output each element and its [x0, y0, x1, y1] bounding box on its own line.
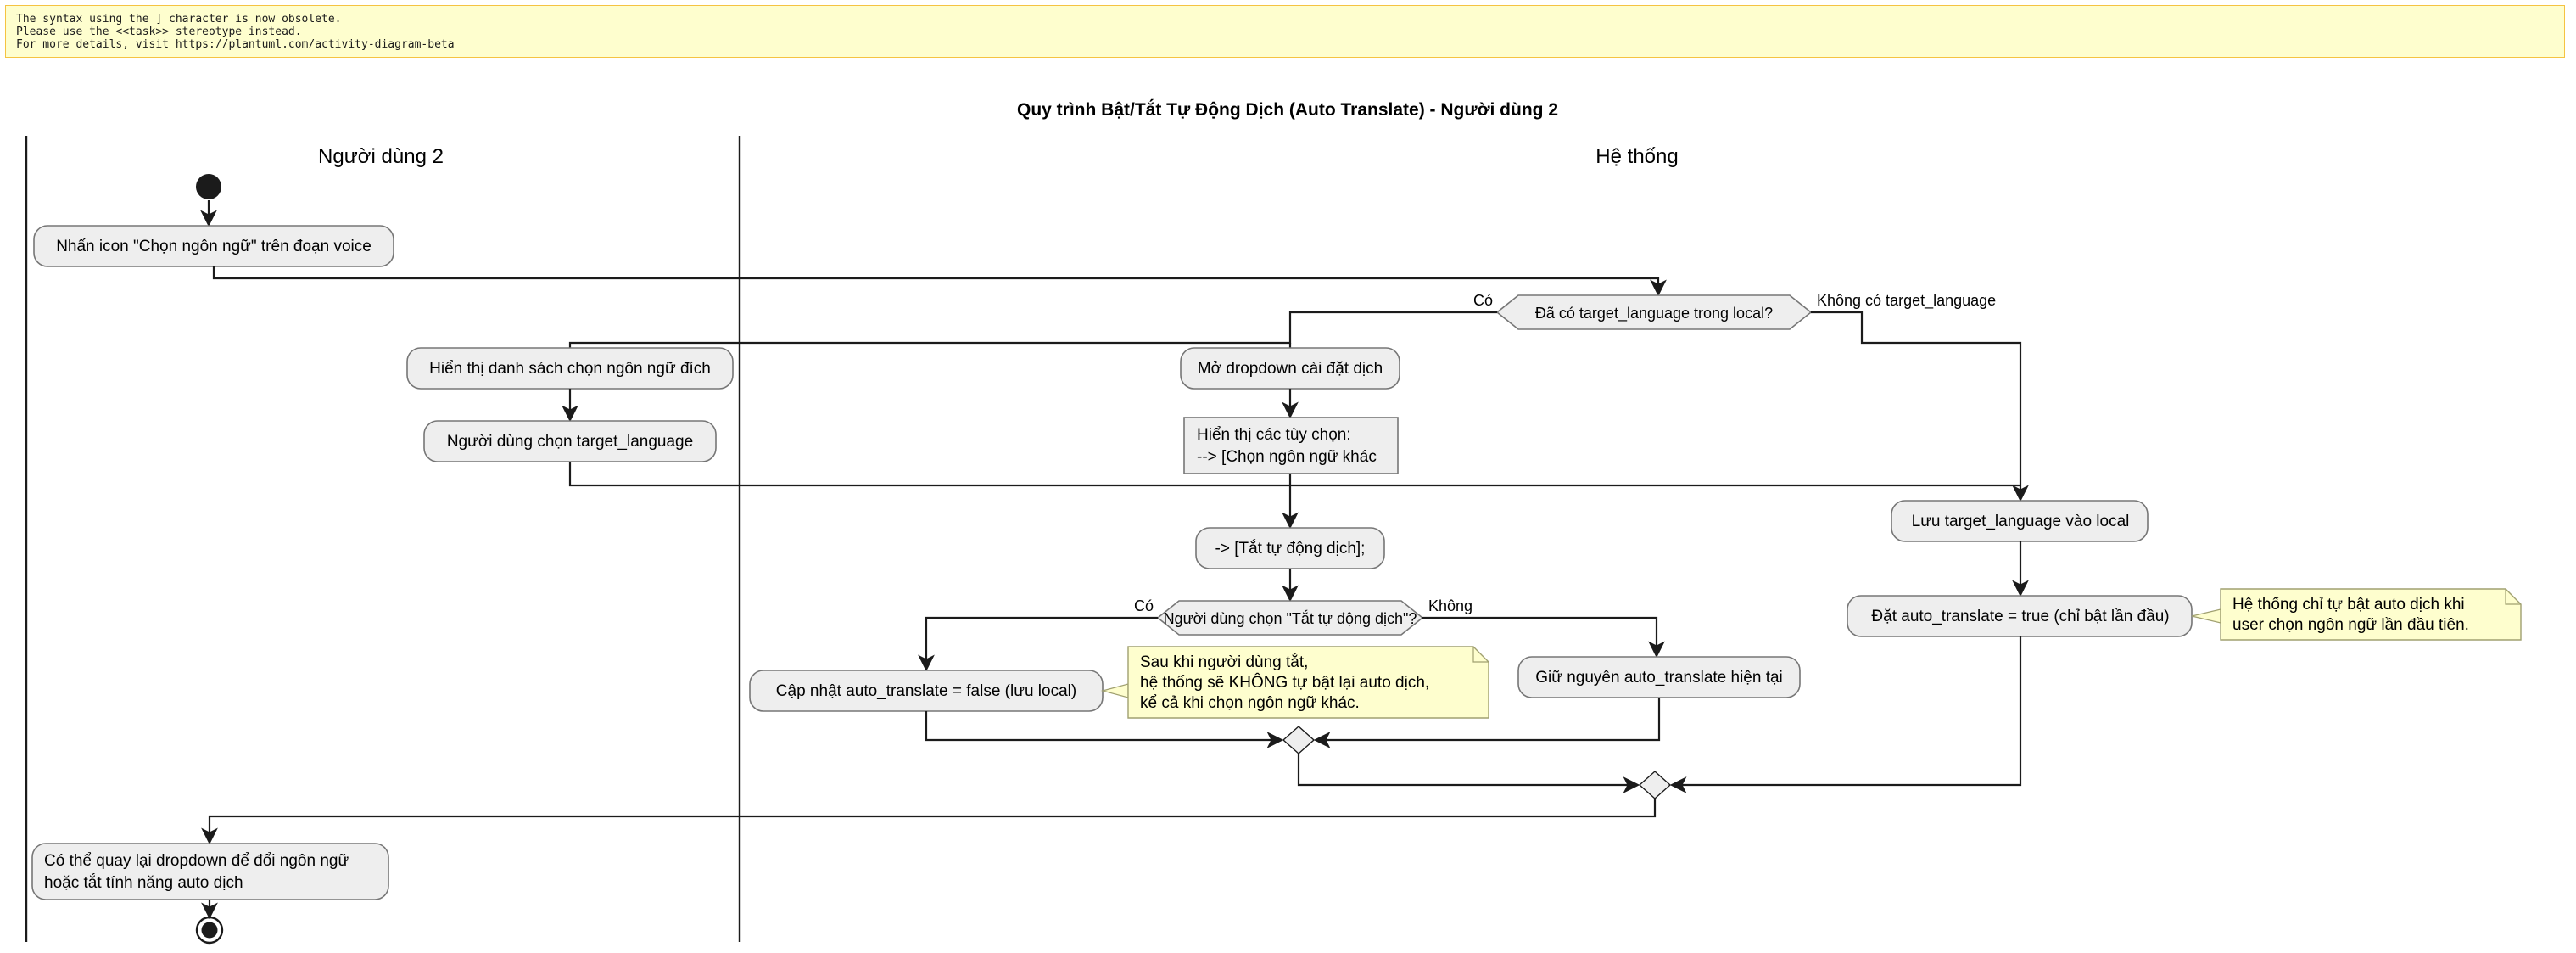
note-auto-translate-off-behavior [1127, 646, 1489, 719]
flow-a9-to-merge2 [1669, 636, 2022, 793]
end-node-ring [195, 916, 224, 945]
note-auto-translate-first-time [2220, 588, 2522, 641]
plantuml-syntax-warning: The syntax using the ] character is now … [5, 5, 2565, 58]
merge-node-1 [1282, 726, 1316, 754]
note1-line2: hệ thống sẽ KHÔNG tự bật lại auto dịch, [1140, 673, 1429, 692]
flow-a1-to-d1 [212, 266, 1667, 297]
edge-label-d2-no: Không [1428, 597, 1472, 614]
activity-show-language-list-label: Hiển thị danh sách chọn ngôn ngữ đích [429, 360, 711, 378]
flow-d2-yes-to-a6 [918, 616, 1158, 672]
flow-a3-to-a8-rail [568, 462, 2020, 487]
edge-label-d2-yes: Có [1134, 597, 1154, 614]
merge-node-2 [1638, 771, 1672, 799]
warning-line-1: The syntax using the ] character is now … [16, 13, 342, 25]
task-show-options-line1: Hiển thị các tùy chọn: [1197, 426, 1351, 444]
warning-line-3: For more details, visit https://plantuml… [16, 38, 455, 51]
activity-set-auto-translate-true-label: Đặt auto_translate = true (chỉ bật lần đ… [1871, 608, 2169, 625]
decision-user-chose-turn-off-label: Người dùng chọn "Tắt tự động dịch"? [1164, 609, 1417, 627]
start-node [196, 174, 221, 199]
end-node [201, 922, 218, 939]
flow-d1-no-to-a8 [1811, 311, 2029, 502]
activity-save-target-language-local-label: Lưu target_language vào local [1912, 513, 2130, 530]
task-show-options-line2: --> [Chọn ngôn ngữ khác [1197, 448, 1377, 466]
edge-label-d1-yes: Có [1473, 292, 1493, 309]
note1-line1: Sau khi người dùng tắt, [1140, 653, 1308, 671]
edge-label-d1-no: Không có target_language [1817, 292, 1996, 310]
activity-set-auto-translate-false-label: Cập nhật auto_translate = false (lưu loc… [776, 682, 1076, 700]
activity-user-picks-target-language-label: Người dùng chọn target_language [447, 433, 693, 451]
flow-merge2-to-a10 [201, 799, 1657, 845]
note1-line3: kể cả khi chọn ngôn ngữ khác. [1140, 694, 1360, 712]
flow-a6-to-merge1 [925, 711, 1284, 748]
task-show-options[interactable] [1183, 417, 1399, 474]
note-fold-2 [2505, 589, 2521, 605]
note2-line2: user chọn ngôn ngữ lần đầu tiên. [2232, 616, 2469, 634]
activity-open-translate-dropdown-label: Mở dropdown cài đặt dịch [1198, 360, 1383, 378]
swimlane-header-system: Hệ thống [1595, 145, 1678, 168]
activity-turn-off-auto-translate-option-label: -> [Tắt tự động dịch]; [1215, 539, 1366, 558]
diagram-title: Quy trình Bật/Tắt Tự Động Dịch (Auto Tra… [1017, 99, 1558, 120]
activity-keep-current-auto-translate-label: Giữ nguyên auto_translate hiện tại [1535, 669, 1783, 687]
warning-line-2: Please use the <<task>> stereotype inste… [16, 25, 302, 38]
note-connector-1 [1100, 683, 1129, 698]
note-fold-1 [1472, 647, 1489, 663]
swimlane-header-user: Người dùng 2 [318, 145, 444, 168]
note2-line1: Hệ thống chỉ tự bật auto dịch khi [2232, 596, 2465, 614]
decision-has-target-language-label: Đã có target_language trong local? [1535, 305, 1773, 322]
note-connector-2 [2191, 608, 2221, 624]
flow-merge1-to-merge2 [1297, 754, 1640, 793]
flow-d2-no-to-a7 [1422, 616, 1665, 659]
flow-a7-to-merge1 [1313, 698, 1661, 748]
activity-can-reopen-dropdown-line1: Có thể quay lại dropdown để đổi ngôn ngữ [44, 852, 349, 870]
activity-can-reopen-dropdown-line2: hoặc tắt tính năng auto dịch [44, 873, 243, 892]
activity-press-language-icon-label: Nhấn icon "Chọn ngôn ngữ" trên đoạn voic… [56, 238, 372, 255]
